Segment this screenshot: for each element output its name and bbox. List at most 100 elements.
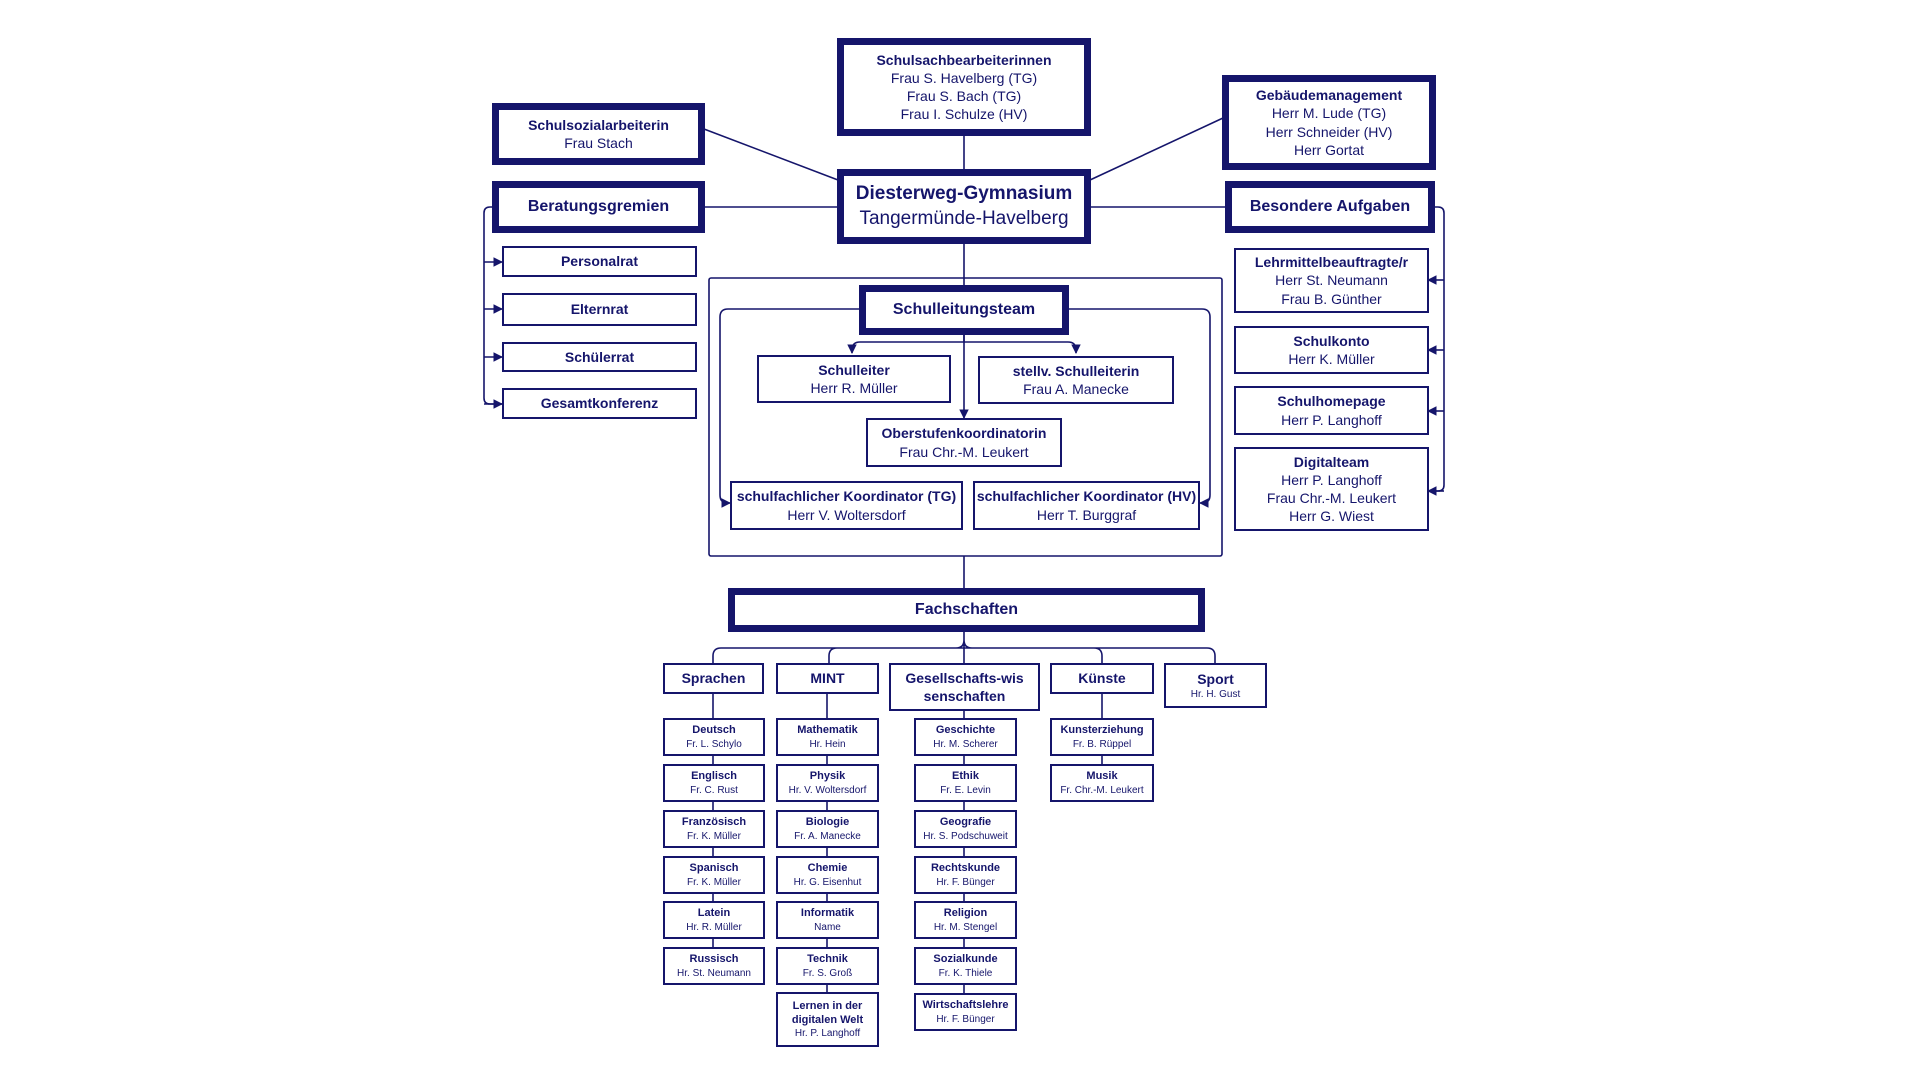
subject-box: Französisch Fr. K. Müller: [663, 810, 765, 848]
beratung-item-label: Gesamtkonferenz: [540, 395, 659, 412]
schulleiter-title: Schulleiter: [818, 361, 890, 378]
besondere-item: Schulkonto Herr K. Müller: [1234, 326, 1429, 374]
line-beratung-bracket: [483, 206, 502, 405]
subject-name: Fr. B. Rüppel: [1072, 738, 1132, 750]
subject-box: Informatik Name: [776, 901, 879, 939]
subject-box: Latein Hr. R. Müller: [663, 901, 765, 939]
gebaeude-name: Herr Schneider (HV): [1265, 123, 1393, 140]
beratung-item-label: Schülerrat: [564, 348, 635, 365]
leitung-title: Schulleitungsteam: [892, 300, 1036, 318]
subject-title: Rechtskunde: [930, 862, 1001, 875]
koord-tg-box: schulfachlicher Koordinator (TG) Herr V.…: [730, 481, 963, 530]
subject-box: Spanisch Fr. K. Müller: [663, 856, 765, 894]
subject-name: Hr. P. Langhoff: [794, 1028, 861, 1040]
besondere-item-name: Herr P. Langhoff: [1281, 471, 1382, 488]
koord-hv-title: schulfachlicher Koordinator (HV): [976, 488, 1197, 505]
subject-title: Informatik: [800, 907, 855, 920]
beratung-box: Beratungsgremien: [492, 181, 705, 233]
gebaeude-name: Herr M. Lude (TG): [1271, 105, 1387, 122]
sachbearbeiter-box: Schulsachbearbeiterinnen Frau S. Havelbe…: [837, 38, 1091, 136]
sozial-name: Frau Stach: [564, 135, 633, 151]
subject-box: Sozialkunde Fr. K. Thiele: [914, 947, 1017, 985]
beratung-item: Gesamtkonferenz: [502, 388, 697, 419]
koord-tg-name: Herr V. Woltersdorf: [787, 506, 906, 523]
koord-tg-title: schulfachlicher Koordinator (TG): [736, 488, 957, 505]
subject-title: Geschichte: [935, 724, 996, 737]
oberstufe-name: Frau Chr.-M. Leukert: [899, 443, 1029, 460]
subject-title: Lernen in der digitalen Welt: [791, 999, 864, 1026]
subject-title: Technik: [807, 953, 848, 966]
subject-name: Fr. E. Levin: [940, 784, 991, 796]
line-leitung-right: [1068, 308, 1211, 508]
subject-box: Ethik Fr. E. Levin: [914, 764, 1017, 802]
besondere-item-title: Schulkonto: [1293, 332, 1370, 349]
subject-box: Lernen in der digitalen Welt Hr. P. Lang…: [776, 992, 879, 1047]
oberstufe-box: Oberstufenkoordinatorin Frau Chr.-M. Leu…: [866, 418, 1062, 467]
subject-box: Biologie Fr. A. Manecke: [776, 810, 879, 848]
group-title: Sport: [1197, 670, 1234, 687]
subject-name: Hr. St. Neumann: [677, 967, 751, 979]
line-leitung-left: [719, 308, 860, 508]
school-box: Diesterweg-Gymnasium Tangermünde-Havelbe…: [837, 169, 1091, 244]
subject-name: Fr. Chr.-M. Leukert: [1060, 784, 1144, 796]
subject-box: Kunsterziehung Fr. B. Rüppel: [1050, 718, 1154, 756]
subject-title: Spanisch: [689, 862, 739, 875]
subject-name: Fr. K. Müller: [687, 830, 741, 842]
besondere-box: Besondere Aufgaben: [1225, 181, 1435, 233]
subject-box: Mathematik Hr. Hein: [776, 718, 879, 756]
arrow-schulleiter: [847, 333, 965, 354]
subject-title: Latein: [697, 907, 731, 920]
subject-box: Technik Fr. S. Groß: [776, 947, 879, 985]
beratung-item-label: Personalrat: [560, 253, 639, 270]
subject-title: Biologie: [805, 816, 850, 829]
subject-name: Fr. L. Schylo: [686, 738, 742, 750]
gebaeude-name: Herr Gortat: [1293, 141, 1364, 158]
subject-name: Hr. G. Eisenhut: [793, 876, 862, 888]
line-besondere-bracket: [1428, 206, 1445, 492]
arrow-stellv: [964, 341, 1081, 354]
besondere-title: Besondere Aufgaben: [1249, 197, 1411, 215]
group-header-sport: Sport Hr. H. Gust: [1164, 663, 1267, 708]
stellv-title: stellv. Schulleiterin: [1012, 362, 1140, 379]
stellv-box: stellv. Schulleiterin Frau A. Manecke: [978, 356, 1174, 404]
koord-hv-box: schulfachlicher Koordinator (HV) Herr T.…: [973, 481, 1200, 530]
line-sozial: [703, 128, 839, 181]
subject-name: Hr. M. Scherer: [933, 738, 998, 750]
subject-name: Hr. Hein: [809, 738, 846, 750]
subject-name: Hr. V. Woltersdorf: [788, 784, 867, 796]
school-name: Diesterweg-Gymnasium: [855, 182, 1073, 204]
subject-title: Sozialkunde: [933, 953, 998, 966]
subject-box: Wirtschaftslehre Hr. F. Bünger: [914, 993, 1017, 1031]
sachbearbeiter-name: Frau S. Bach (TG): [906, 88, 1022, 104]
besondere-item-title: Lehrmittelbeauftragte/r: [1254, 254, 1409, 271]
group-title: Künste: [1078, 670, 1126, 687]
fachschaften-box: Fachschaften: [728, 588, 1205, 632]
group-title: MINT: [810, 670, 845, 687]
subject-title: Religion: [943, 907, 988, 920]
subject-title: Geografie: [939, 816, 992, 829]
subject-name: Hr. R. Müller: [686, 921, 742, 933]
subject-box: Musik Fr. Chr.-M. Leukert: [1050, 764, 1154, 802]
subject-title: Kunsterziehung: [1060, 724, 1144, 737]
beratung-title: Beratungsgremien: [527, 197, 670, 215]
subject-name: Hr. F. Bünger: [936, 1013, 995, 1025]
subject-title: Deutsch: [692, 724, 736, 737]
subject-title: Chemie: [807, 862, 848, 875]
besondere-item: Digitalteam Herr P. Langhoff Frau Chr.-M…: [1234, 447, 1429, 531]
gebaeude-title: Gebäudemanagement: [1255, 87, 1403, 104]
group-header-sprachen: Sprachen: [663, 663, 764, 694]
subject-box: Physik Hr. V. Woltersdorf: [776, 764, 879, 802]
subject-title: Musik: [1086, 770, 1118, 783]
subject-title: Mathematik: [797, 724, 858, 737]
subject-box: Deutsch Fr. L. Schylo: [663, 718, 765, 756]
subject-name: Fr. S. Groß: [802, 967, 853, 979]
subject-name: Hr. S. Podschuweit: [923, 830, 1008, 842]
leitung-box: Schulleitungsteam: [859, 285, 1069, 335]
oberstufe-title: Oberstufenkoordinatorin: [881, 425, 1047, 442]
koord-hv-name: Herr T. Burggraf: [1036, 506, 1137, 523]
line-gebaeude: [1089, 117, 1224, 181]
besondere-item-name: Frau Chr.-M. Leukert: [1266, 490, 1397, 506]
besondere-item-name: Herr K. Müller: [1288, 351, 1375, 367]
schulleiter-box: Schulleiter Herr R. Müller: [757, 355, 951, 403]
sachbearbeiter-title: Schulsachbearbeiterinnen: [876, 51, 1052, 68]
